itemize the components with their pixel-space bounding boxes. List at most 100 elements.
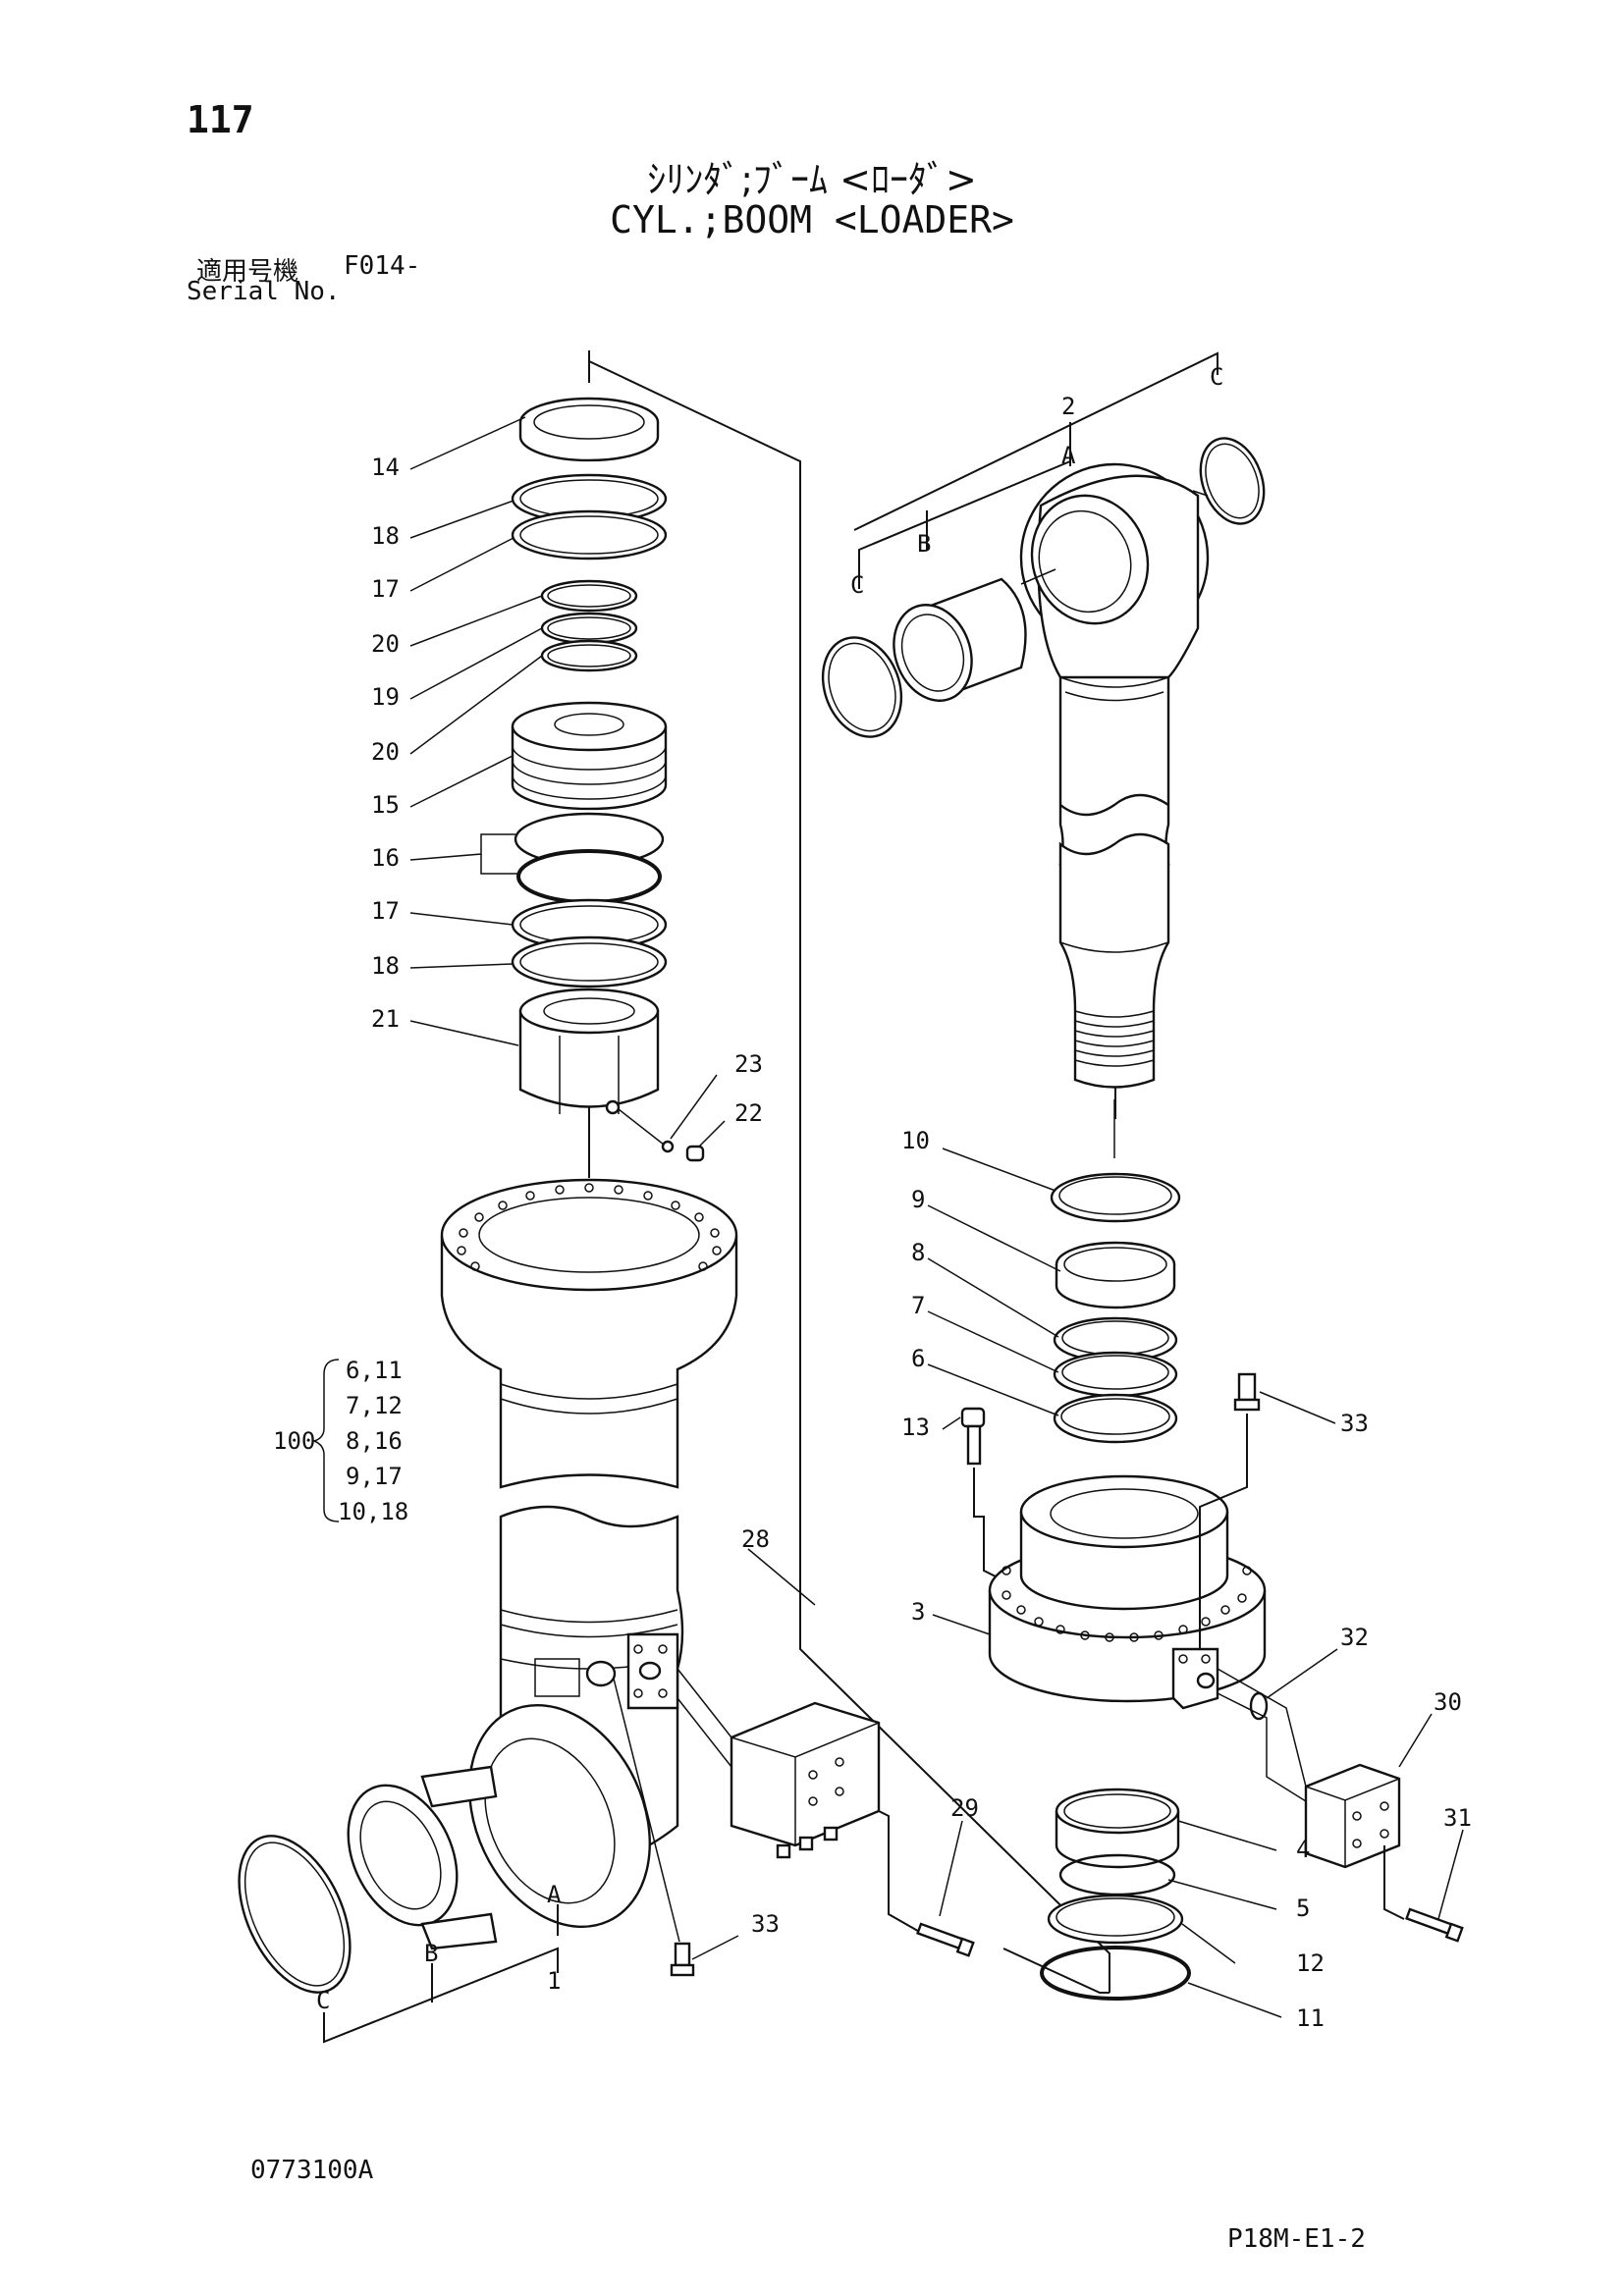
part-20-oring-upper[interactable]	[540, 579, 638, 613]
part-14-ring[interactable]	[518, 397, 660, 462]
part-17-ring-upper[interactable]	[511, 509, 668, 561]
callout-a[interactable]: A	[1061, 442, 1076, 469]
leader-line	[323, 1947, 559, 2044]
part-7-ring[interactable]	[1053, 1351, 1178, 1398]
part-10-ring[interactable]	[1050, 1172, 1181, 1223]
leader-line	[677, 1668, 732, 1738]
part-9-ring[interactable]	[1055, 1241, 1176, 1309]
kit-row: 8,16	[346, 1427, 403, 1455]
part-1-cylinder-bottom[interactable]	[435, 1505, 684, 1956]
callout-2[interactable]: 2	[1061, 393, 1075, 420]
assembly-connector-line	[1002, 1948, 1110, 1994]
callout-4[interactable]: 4	[1296, 1836, 1310, 1863]
kit-label[interactable]: 100	[273, 1427, 315, 1455]
part-18-ring-lower[interactable]	[511, 935, 668, 988]
page-title: CYL.;BOOM <LOADER>	[610, 198, 1014, 241]
callout-leaders	[409, 416, 1464, 2018]
callout-12[interactable]: 12	[1296, 1949, 1325, 1977]
part-16-piston-seal[interactable]	[514, 812, 665, 904]
part-28-valve-block[interactable]	[730, 1701, 881, 1859]
callout-17[interactable]: 17	[371, 575, 400, 603]
callout-33[interactable]: 33	[1340, 1410, 1369, 1437]
callout-20[interactable]: 20	[371, 738, 400, 766]
part-2-ring-c-left[interactable]	[810, 626, 915, 748]
callout-7[interactable]: 7	[911, 1292, 925, 1319]
leader-line	[1192, 490, 1209, 497]
part-29-bolt[interactable]	[916, 1922, 975, 1957]
callout-c[interactable]: C	[1210, 363, 1223, 391]
part-22-set-screw[interactable]	[685, 1145, 705, 1162]
callout-20[interactable]: 20	[371, 630, 400, 658]
callout-19[interactable]: 19	[371, 683, 400, 711]
callout-5[interactable]: 5	[1296, 1895, 1310, 1922]
callout-labels: 14 18 17 20 19 20 15 16 17 18 21 23 22 2…	[273, 363, 1472, 2032]
part-12-ring[interactable]	[1047, 1894, 1184, 1945]
callout-15[interactable]: 15	[371, 791, 400, 819]
part-11-oring[interactable]	[1040, 1946, 1191, 2001]
serial-label-japanese: 適用号機	[196, 257, 299, 287]
callout-29[interactable]: 29	[950, 1794, 979, 1822]
callout-21[interactable]: 21	[371, 1005, 400, 1033]
callout-a[interactable]: A	[547, 1881, 562, 1908]
part-3-cylinder-head[interactable]	[988, 1474, 1267, 1710]
callout-23[interactable]: 23	[734, 1050, 763, 1078]
part-33-grease-fitting-right[interactable]	[1233, 1372, 1261, 1412]
callout-16[interactable]: 16	[371, 844, 400, 872]
drawing-code: 0773100A	[250, 2156, 374, 2185]
part-1-ring-c[interactable]	[217, 1819, 373, 2010]
callout-18[interactable]: 18	[371, 522, 400, 550]
page-code: P18M-E1-2	[1227, 2224, 1366, 2254]
callout-17[interactable]: 17	[371, 897, 400, 925]
part-30-block[interactable]	[1304, 1763, 1401, 1869]
part-23-ball[interactable]	[661, 1140, 675, 1153]
part-2-piston-rod[interactable]	[995, 438, 1234, 866]
callout-9[interactable]: 9	[911, 1186, 925, 1213]
part-32-oring[interactable]	[1249, 1691, 1269, 1721]
callout-30[interactable]: 30	[1434, 1688, 1462, 1716]
kit-row: 9,17	[346, 1463, 403, 1490]
callout-b[interactable]: B	[424, 1940, 438, 1967]
kit-row: 10,18	[338, 1498, 408, 1525]
callout-10[interactable]: 10	[901, 1127, 930, 1154]
leader-line	[1020, 568, 1056, 585]
part-13-bolt[interactable]	[960, 1407, 986, 1466]
callout-6[interactable]: 6	[911, 1345, 925, 1372]
kit-bracket	[311, 1359, 340, 1522]
part-2-piston-rod-lower[interactable]	[1058, 832, 1170, 1089]
part-15-piston[interactable]	[511, 701, 668, 811]
part-2-ring-c-right[interactable]	[1189, 429, 1274, 532]
callout-22[interactable]: 22	[734, 1099, 763, 1127]
leader-line	[677, 1697, 732, 1768]
part-20-oring-lower[interactable]	[540, 639, 638, 672]
callout-32[interactable]: 32	[1340, 1624, 1369, 1651]
leader-line	[618, 1108, 665, 1146]
part-2-bushing-b[interactable]	[881, 577, 1027, 712]
part-31-bolt[interactable]	[1405, 1907, 1464, 1943]
callout-1[interactable]: 1	[547, 1967, 561, 1995]
leader-line	[1217, 1668, 1307, 1788]
callout-c[interactable]: C	[850, 571, 864, 599]
leader-line	[858, 460, 1071, 589]
callout-c[interactable]: C	[316, 1987, 330, 2014]
callout-31[interactable]: 31	[1443, 1804, 1472, 1832]
callout-14[interactable]: 14	[371, 454, 400, 481]
callout-18[interactable]: 18	[371, 952, 400, 980]
part-1-bushing-b[interactable]	[327, 1765, 498, 1950]
part-4-ring[interactable]	[1055, 1788, 1180, 1869]
part-1-cylinder-tube[interactable]	[440, 1178, 738, 1489]
callout-11[interactable]: 11	[1296, 2004, 1325, 2032]
callout-b[interactable]: B	[917, 530, 931, 558]
part-19-backup-ring[interactable]	[540, 612, 638, 645]
part-33-grease-fitting-left[interactable]	[670, 1942, 695, 1977]
callout-33[interactable]: 33	[751, 1910, 780, 1938]
callout-8[interactable]: 8	[911, 1239, 925, 1266]
part-21-nut[interactable]	[518, 988, 660, 1115]
part-6-ring[interactable]	[1053, 1393, 1178, 1444]
callout-13[interactable]: 13	[901, 1414, 930, 1441]
callout-28[interactable]: 28	[741, 1525, 770, 1553]
kit-row: 6,11	[346, 1357, 403, 1384]
leader-line	[1383, 1845, 1405, 1920]
callout-3[interactable]: 3	[911, 1598, 925, 1626]
leader-line	[1217, 1692, 1307, 1802]
